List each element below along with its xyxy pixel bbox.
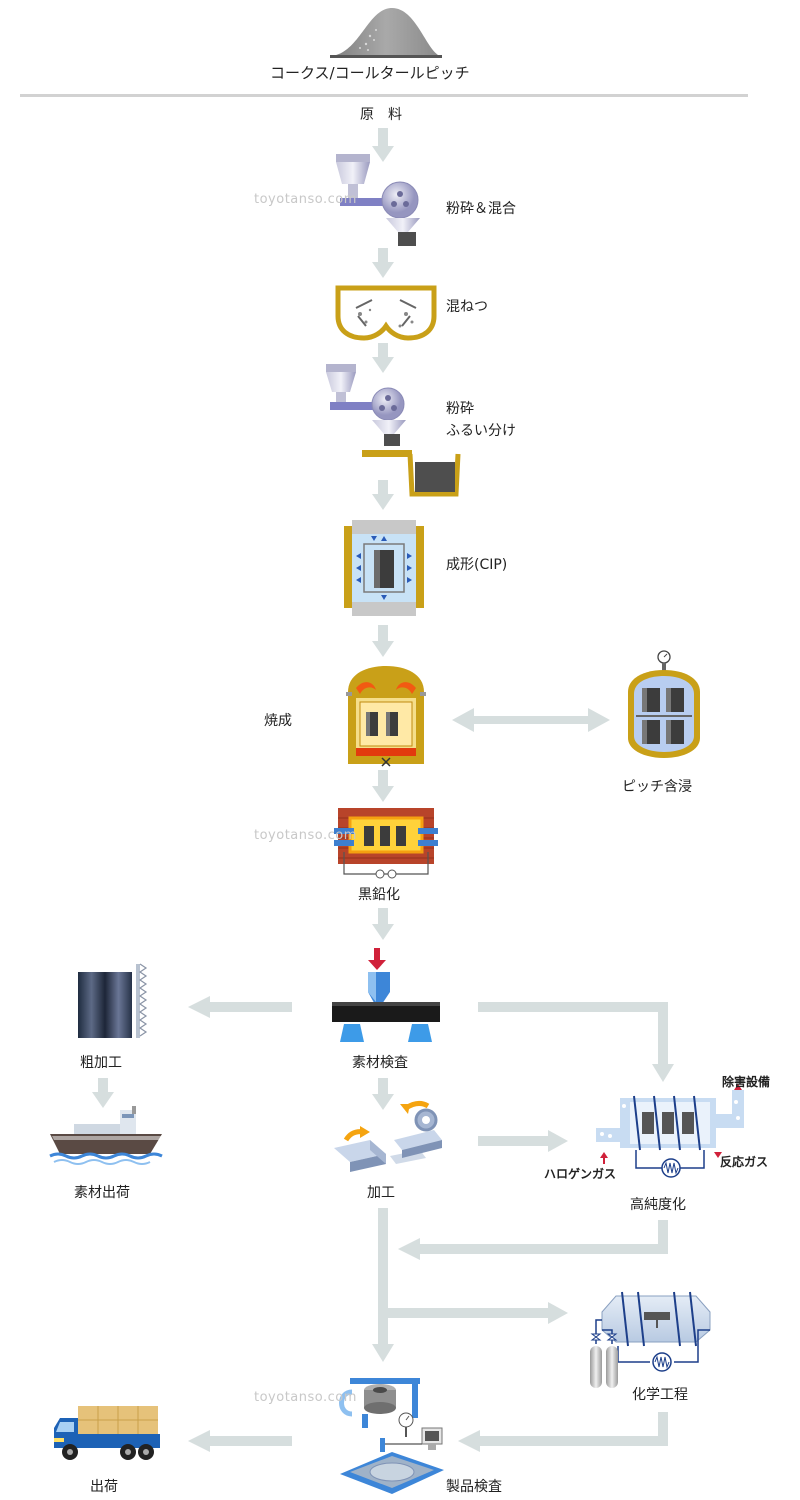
raw-material-label: コークス/コールタールピッチ [270, 64, 470, 82]
arrow-inspection-to-machining [372, 1078, 394, 1110]
cip-molding-icon [344, 520, 424, 616]
step-machining: 加工 [367, 1185, 395, 1201]
arrow-sieve-to-molding [372, 480, 394, 510]
material-inspection-icon [332, 948, 440, 1042]
purification-reaction-label: 反応ガス [720, 1155, 769, 1169]
step-crush-sieve-1: 粉砕 [446, 401, 474, 417]
step-purification: 高純度化 [630, 1197, 686, 1213]
step-crush-sieve-2: ふるい分け [446, 423, 516, 439]
cvd-reactor-icon [590, 1291, 711, 1388]
watermark-2: toyotanso.com [254, 828, 357, 843]
arrow-baking-to-graphitization [372, 770, 394, 802]
step-cvd: 化学工程 [632, 1387, 688, 1403]
step-material-shipping: 素材出荷 [74, 1185, 130, 1201]
arrow-rough-to-shipping [92, 1078, 114, 1108]
purification-abatement-label: 除害設備 [722, 1075, 771, 1089]
header-divider [20, 94, 748, 97]
arrow-knead-to-crush2 [372, 343, 394, 373]
arrow-machining-to-product-inspection [372, 1208, 394, 1362]
arrow-baking-impregnation [452, 708, 610, 732]
arrow-cvd-return [458, 1412, 668, 1452]
raw-material-heading: 原 料 [360, 107, 402, 123]
arrow-graph-to-inspection [372, 908, 394, 940]
arrow-inspection-to-shipping [188, 1430, 292, 1452]
arrow-to-cvd [388, 1302, 568, 1324]
step-baking: 焼成 [264, 713, 292, 729]
crusher-mixer-icon [336, 154, 420, 246]
impregnation-tank-icon [628, 650, 700, 758]
step-shipping: 出荷 [90, 1479, 118, 1495]
step-molding: 成形(CIP) [446, 557, 508, 573]
step-material-inspection: 素材検査 [352, 1055, 408, 1071]
coke-pile-icon [330, 8, 442, 58]
step-rough-machining: 粗加工 [80, 1055, 122, 1071]
arrow-purification-return [398, 1220, 668, 1260]
step-pitch-impregnation: ピッチ含浸 [622, 779, 692, 795]
graphitization-furnace-icon [334, 808, 438, 879]
product-inspection-icon [339, 1378, 444, 1494]
arrow-molding-to-baking [372, 625, 394, 657]
step-product-inspection: 製品検査 [446, 1479, 502, 1495]
watermark-3: toyotanso.com [254, 1390, 357, 1405]
arrow-inspection-to-purification [478, 1002, 674, 1082]
arrow-crush-to-knead [372, 248, 394, 278]
delivery-truck-icon [54, 1406, 160, 1460]
arrow-inspection-to-rough [188, 996, 292, 1018]
watermark-1: toyotanso.com [254, 192, 357, 207]
step-graphitization: 黒鉛化 [358, 887, 400, 903]
machining-icon [334, 1100, 442, 1172]
arrow-machining-to-purification [478, 1130, 568, 1152]
purification-furnace-icon [596, 1084, 744, 1178]
kneader-icon [335, 285, 437, 341]
step-kneading: 混ねつ [446, 299, 488, 315]
purification-halogen-label: ハロゲンガス [544, 1167, 617, 1181]
arrow-raw-to-crush [372, 128, 394, 162]
baking-furnace-icon [346, 666, 426, 767]
rough-machining-icon [78, 963, 148, 1038]
step-crush-mix: 粉砕＆混合 [446, 201, 516, 217]
crusher-sieve-icon [326, 364, 461, 497]
cargo-ship-icon [49, 1106, 163, 1165]
